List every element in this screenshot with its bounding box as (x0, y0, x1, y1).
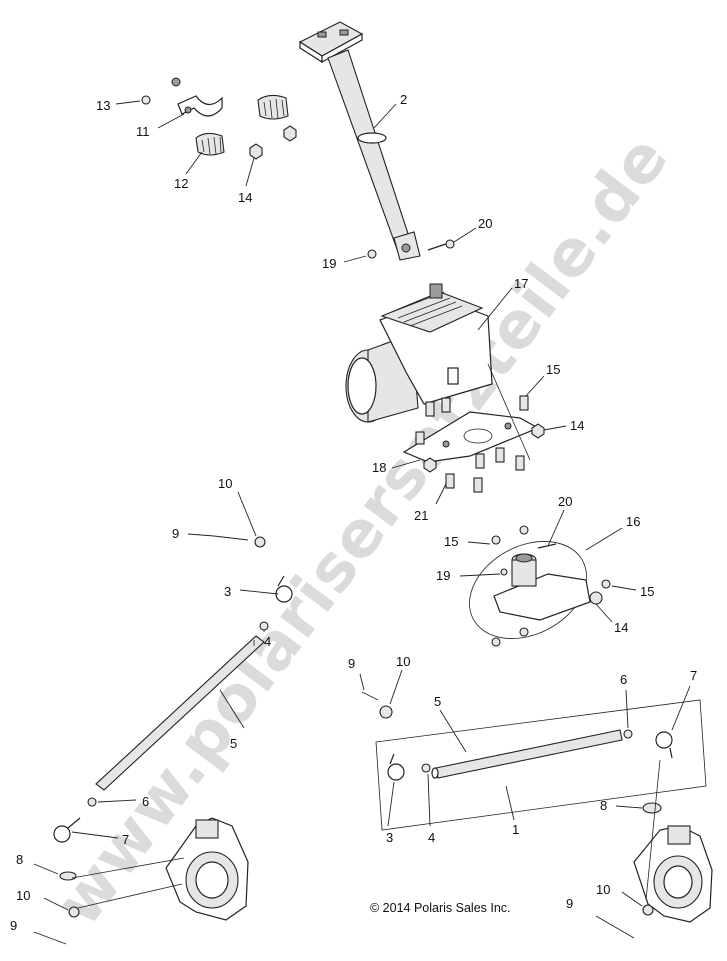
right-assembly-line (645, 759, 661, 901)
right-tie-rod-box (375, 699, 707, 831)
callout-4: 4 (264, 634, 271, 649)
callout-20: 20 (558, 494, 572, 509)
callout-19: 19 (322, 256, 336, 271)
left-tie-rod (33, 535, 293, 945)
column-bolt-nut (367, 239, 455, 259)
clamp-bushing-right (257, 94, 289, 120)
steering-column-shaft (298, 21, 421, 261)
right-steering-knuckle (633, 825, 713, 923)
callout-15: 15 (640, 584, 654, 599)
callout-11: 11 (136, 124, 150, 139)
assembly-guide-line (487, 363, 531, 461)
callout-9: 9 (348, 656, 355, 671)
callout-9: 9 (566, 896, 573, 911)
callout-9: 9 (172, 526, 179, 541)
callout-4: 4 (428, 830, 435, 845)
clamp-bolt (141, 77, 181, 105)
callout-13: 13 (96, 98, 110, 113)
callout-15: 15 (444, 534, 458, 549)
clamp-bracket (177, 95, 223, 117)
power-steering-unit (345, 283, 493, 423)
callout-9: 9 (10, 918, 17, 933)
leader-lines (33, 100, 691, 911)
callout-21: 21 (414, 508, 428, 523)
callout-7: 7 (122, 832, 129, 847)
callout-5: 5 (230, 736, 237, 751)
callout-8: 8 (16, 852, 23, 867)
callout-7: 7 (690, 668, 697, 683)
callout-10: 10 (218, 476, 232, 491)
callout-6: 6 (142, 794, 149, 809)
watermark-text: www.polarisersatzteile.de (42, 122, 684, 940)
clamp-bushing-left (195, 132, 225, 156)
clamp-nuts (249, 125, 297, 160)
callout-19: 19 (436, 568, 450, 583)
callout-5: 5 (434, 694, 441, 709)
callout-10: 10 (596, 882, 610, 897)
callout-10: 10 (396, 654, 410, 669)
callout-6: 6 (620, 672, 627, 687)
callout-20: 20 (478, 216, 492, 231)
callout-17: 17 (514, 276, 528, 291)
left-assembly-lines (71, 857, 185, 909)
callout-10: 10 (16, 888, 30, 903)
callout-8: 8 (600, 798, 607, 813)
left-steering-knuckle (165, 817, 249, 921)
callout-3: 3 (386, 830, 393, 845)
callout-14: 14 (614, 620, 628, 635)
callout-labels: 13 11 12 14 2 19 20 17 15 14 18 21 10 9 … (10, 92, 697, 933)
callout-14: 14 (238, 190, 252, 205)
copyright-text: © 2014 Polaris Sales Inc. (370, 901, 511, 915)
callout-3: 3 (224, 584, 231, 599)
right-tie-rod (361, 691, 673, 939)
callout-1: 1 (512, 822, 519, 837)
callout-2: 2 (400, 92, 407, 107)
callout-18: 18 (372, 460, 386, 475)
callout-12: 12 (174, 176, 188, 191)
callout-15: 15 (546, 362, 560, 377)
bracket-assembly (469, 525, 611, 647)
callout-16: 16 (626, 514, 640, 529)
callout-14: 14 (570, 418, 584, 433)
mount-plate-bolts (415, 395, 545, 493)
